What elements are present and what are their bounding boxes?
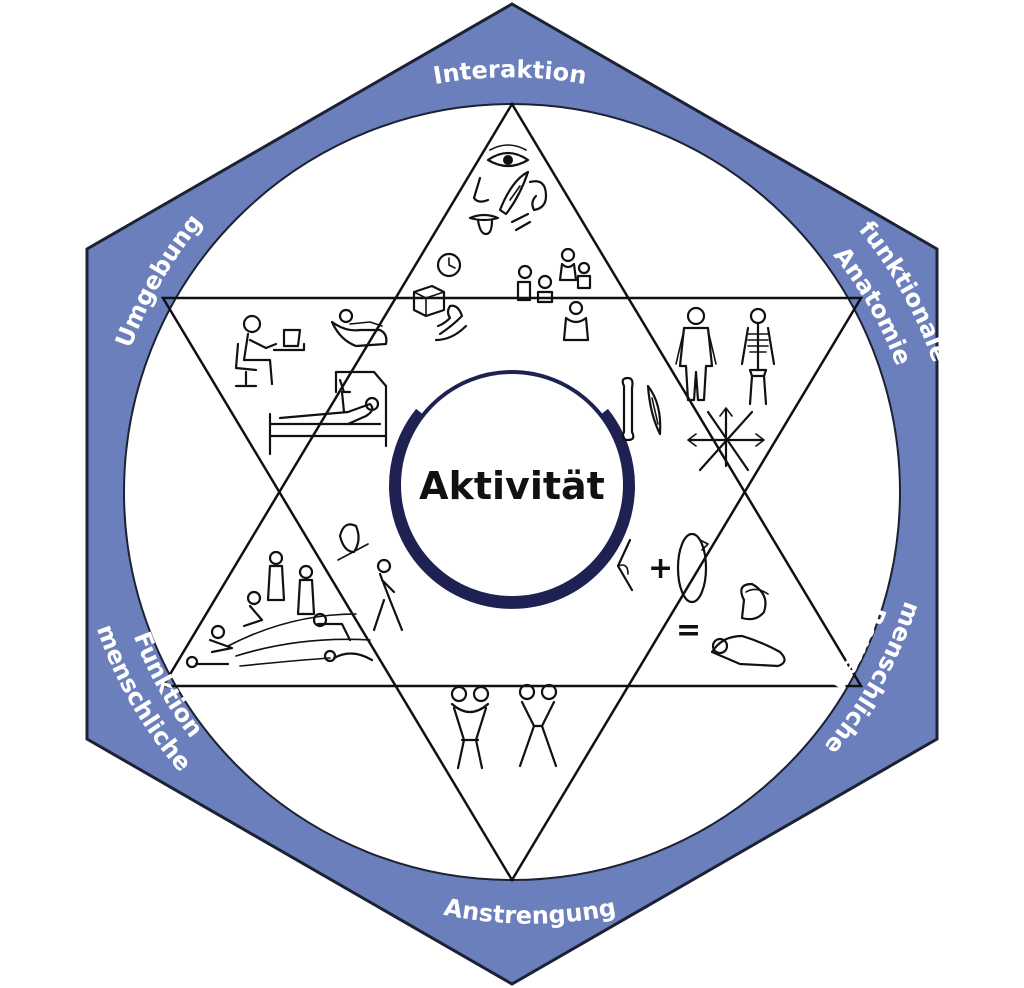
bone-muscle-icon <box>621 376 662 442</box>
movement-axes-icon <box>687 407 765 472</box>
workplace-icon <box>234 314 306 388</box>
star-lines <box>160 101 864 883</box>
center-ring-shadow <box>389 408 635 609</box>
bed-icon <box>268 370 388 456</box>
movement-equation-icon: + = <box>616 532 786 668</box>
center-ring <box>397 370 627 600</box>
senses-icon <box>468 144 548 236</box>
skeleton-icon <box>740 307 776 406</box>
center-ring-fill <box>394 367 630 603</box>
reclining-chair-icon <box>330 308 388 348</box>
svg-text:+: + <box>648 551 673 586</box>
anatomy-body-icon <box>675 306 717 402</box>
center-label: Aktivität <box>419 464 605 508</box>
interaction-objects-icon <box>412 247 592 342</box>
svg-text:=: = <box>676 613 701 648</box>
developmental-positions-icon <box>185 523 404 669</box>
effort-icon <box>450 683 558 770</box>
